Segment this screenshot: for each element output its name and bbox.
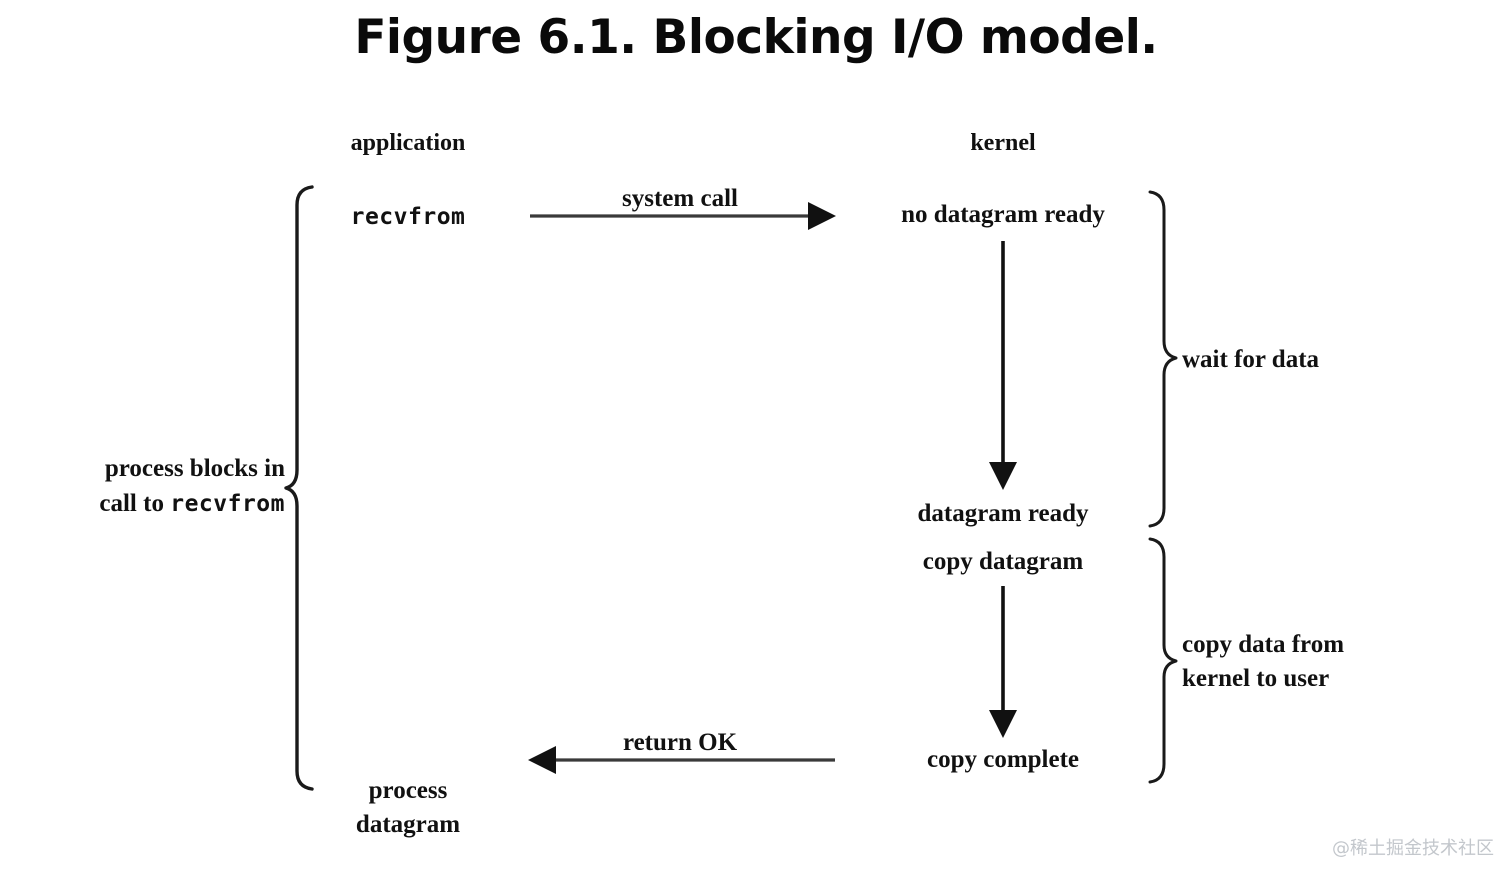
copy-datagram-arrow (989, 586, 1017, 738)
copy-data-label-line2: kernel to user (1182, 665, 1330, 692)
recvfrom-call-label: recvfrom (350, 204, 466, 230)
process-blocks-label-line1: process blocks in (104, 455, 285, 482)
site-watermark: @稀土掘金技术社区 (1332, 838, 1494, 859)
process-blocks-label-line2: call to recvfrom (99, 487, 285, 521)
kernel-step-copy-datagram: copy datagram (922, 548, 1084, 575)
column-header-application: application (350, 130, 466, 156)
kernel-step-no-datagram-ready: no datagram ready (901, 201, 1105, 228)
return-ok-label: return OK (622, 729, 738, 756)
recvfrom-inline-label: recvfrom (170, 491, 285, 517)
figure-title: Figure 6.1. Blocking I/O model. (354, 10, 1158, 65)
wait-for-data-arrow (989, 241, 1017, 490)
column-header-kernel: kernel (970, 130, 1036, 156)
wait-for-data-brace (1148, 190, 1178, 528)
call-to-text: call to (99, 490, 171, 517)
system-call-label: system call (622, 185, 738, 212)
copy-data-brace (1148, 537, 1178, 784)
kernel-step-datagram-ready: datagram ready (917, 500, 1089, 527)
application-brace (284, 185, 314, 791)
process-datagram-label-line1: process (368, 777, 448, 804)
process-datagram-label-line2: datagram (355, 811, 461, 838)
wait-for-data-label: wait for data (1182, 346, 1320, 373)
copy-data-label-line1: copy data from (1182, 631, 1345, 658)
kernel-step-copy-complete: copy complete (926, 746, 1080, 773)
